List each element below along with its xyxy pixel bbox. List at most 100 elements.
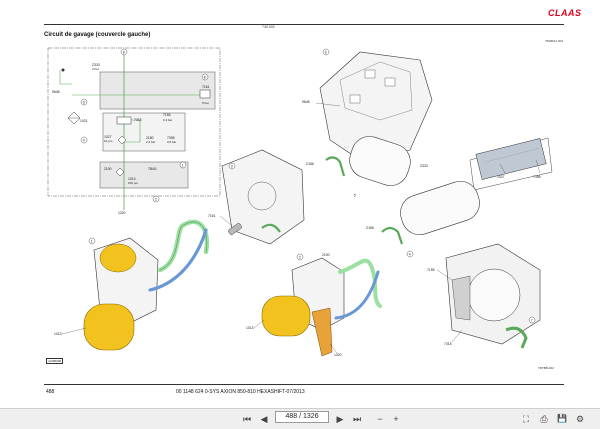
solenoid-valve-symbol — [116, 116, 132, 125]
page-title: Circuit de gavage (couvercle gauche) — [44, 32, 151, 38]
label-z333: Z333 — [92, 63, 100, 67]
label-7161: 7161 — [202, 85, 210, 89]
leader-1320 — [329, 343, 338, 354]
page-number: 488 — [46, 389, 55, 395]
left-pump-yellow-flange — [99, 243, 137, 273]
green-fitting-mid — [381, 226, 404, 245]
figure-stamp-right: TRTBB-002 — [538, 366, 554, 370]
filter-pleats — [485, 147, 541, 163]
label-7315: 7315 — [134, 118, 142, 122]
label-1013: 1013 — [128, 177, 136, 181]
callout-1 — [179, 161, 187, 169]
claas-logo: CLAAS — [548, 8, 582, 18]
valve-block-upper — [99, 71, 216, 110]
label-7398-illus: 7398 — [533, 175, 541, 179]
figure-stamp-left: uv000000 — [46, 358, 64, 364]
leader-9648 — [315, 102, 341, 107]
previous-page-icon[interactable]: ◀ — [260, 414, 268, 424]
leader-1013-left — [61, 327, 87, 335]
label-5bar: 5 bar — [202, 101, 209, 105]
figure-code: 7508D14 003 — [545, 39, 564, 43]
pump-housing — [445, 243, 541, 349]
label-10um: 10 µm — [104, 139, 113, 143]
label-9648-illus: 9648 — [302, 100, 310, 104]
label-7b61: 7B/61 — [148, 167, 157, 171]
label-2180: 2180 — [146, 136, 154, 140]
filter-block — [99, 161, 189, 189]
print-icon[interactable]: ⎙ — [540, 414, 548, 424]
label-2bar: 2 bar — [92, 67, 99, 71]
callout-8-top — [120, 48, 128, 56]
label-4-illus: 4 — [409, 252, 411, 256]
green-elbow-right — [505, 326, 528, 349]
label-04bar: 0,4 bar — [163, 118, 172, 122]
label-5-illus: 5 — [354, 193, 356, 197]
cover-green-fitting — [261, 223, 281, 233]
zoom-out-icon[interactable]: − — [377, 414, 383, 424]
label-z333-illus: Z333 — [420, 164, 428, 168]
leader-7155 — [436, 269, 453, 281]
fit-page-icon[interactable]: ⛶ — [522, 414, 530, 424]
next-page-icon[interactable]: ▶ — [336, 414, 344, 424]
yellow-filter-1013-center — [261, 295, 311, 337]
header-rule — [44, 24, 564, 25]
hydraulic-drawing: Z333 2 bar 8 8 9648 5 7161 5 bar 1021 4 … — [47, 47, 553, 357]
first-page-icon[interactable]: ⏮ — [242, 414, 252, 424]
label-5: 5 — [83, 100, 85, 104]
label-3-illus: 3 — [231, 164, 233, 168]
label-1320-illus: 1320 — [334, 353, 342, 357]
filter-canister-top — [349, 136, 411, 186]
yellow-filter-1013-left — [83, 303, 135, 351]
filter-canister-mid — [381, 180, 480, 245]
callout-5 — [80, 98, 88, 106]
label-7155: 7155 — [427, 268, 435, 272]
filter-detail-inset — [469, 137, 553, 191]
label-150um: 150 µm — [128, 181, 139, 185]
label-24bar: 2,4 bar — [146, 140, 155, 144]
valve-spool-2 — [384, 77, 396, 87]
page-number-input[interactable] — [275, 411, 329, 423]
label-1013-center: 1013 — [246, 326, 254, 330]
callout-4 — [80, 136, 88, 144]
save-icon[interactable]: 💾 — [557, 414, 567, 423]
suction-filter-symbol — [115, 167, 125, 177]
pump-cover — [467, 268, 521, 322]
label-1027: 1027 — [104, 135, 112, 139]
filter-canister-body — [400, 180, 480, 236]
valve-block-body — [319, 51, 433, 161]
leader-1013-center — [253, 319, 265, 329]
return-line — [59, 70, 72, 85]
green-fitting-top — [325, 156, 346, 177]
valve-spool-3 — [349, 94, 361, 104]
leader-7398 — [535, 159, 541, 174]
label-8-top: 8 — [123, 50, 125, 54]
filter-element — [475, 138, 547, 180]
callout-3-illus — [228, 162, 236, 170]
zoom-in-icon[interactable]: + — [393, 414, 399, 424]
label-2-illus: 2 — [299, 255, 301, 259]
footer-rule — [44, 384, 564, 385]
document-page: CLAAS 740 002 7508D14 003 Circuit de gav… — [44, 8, 582, 395]
label-8: 8 — [204, 75, 206, 79]
settings-icon[interactable]: ⚙ — [575, 414, 585, 424]
callout-6-illus — [322, 48, 330, 56]
leader-1027 — [499, 163, 506, 174]
label-2100-illus: 2100 — [322, 253, 330, 257]
callout-2-illus — [296, 253, 304, 261]
label-9648: 9648 — [52, 90, 60, 94]
valve-block-mid — [102, 112, 186, 152]
center-pump-assembly — [261, 257, 382, 357]
last-page-icon[interactable]: ⏭ — [352, 414, 362, 424]
label-7156: 7156 — [163, 113, 171, 117]
pressure-valve-symbol — [199, 89, 211, 99]
label-7398: 7398 — [167, 136, 175, 140]
leader-7315 — [451, 329, 463, 343]
valve-spool — [364, 69, 376, 79]
label-7161-illus: 7161 — [208, 214, 216, 218]
callout-7-illus — [528, 316, 536, 324]
blue-pipe-center — [334, 270, 380, 320]
document-reference: 00 1148 624 0-SYS AXION 850-810 HEXASHIF… — [176, 389, 305, 395]
label-05bar: 0,5 bar — [167, 140, 176, 144]
label-2: 2 — [155, 197, 157, 201]
check-point — [61, 68, 65, 72]
